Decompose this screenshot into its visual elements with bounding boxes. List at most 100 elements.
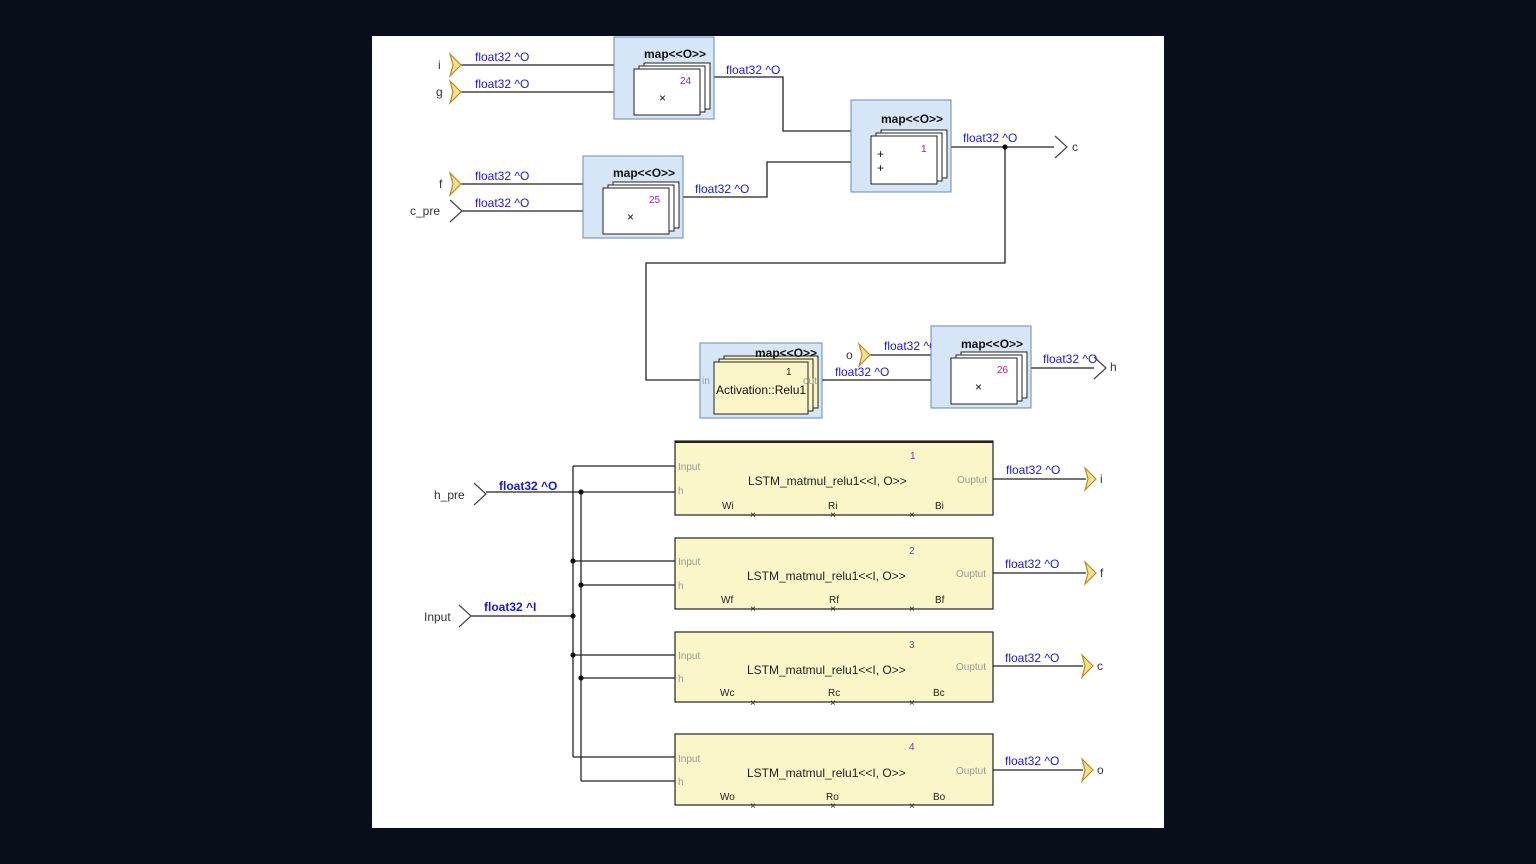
- weight-b: Bf: [935, 595, 945, 606]
- wire-label: float32 ^O: [475, 50, 529, 64]
- port-h-out: h: [1093, 356, 1117, 380]
- out-port: Ouptut: [956, 662, 986, 673]
- block-name: LSTM_matmul_relu1<<I, O>>: [748, 474, 907, 488]
- map-count: 26: [997, 365, 1009, 376]
- in-port-h: h: [678, 486, 684, 497]
- map-block-mul-ig[interactable]: map<<O>> 24 ×: [613, 36, 715, 120]
- weight-w: Wf: [721, 595, 733, 606]
- lstm-block-2[interactable]: 2 LSTM_matmul_relu1<<I, O>> Input h Oupt…: [674, 537, 994, 615]
- wires-bottom: [471, 465, 1086, 782]
- relu-function-label: Activation::Relu1: [716, 383, 806, 397]
- block-name: LSTM_matmul_relu1<<I, O>>: [747, 569, 906, 583]
- lstm-block-3[interactable]: 3 LSTM_matmul_relu1<<I, O>> Input h Oupt…: [674, 631, 994, 709]
- plus-icon: +: [877, 161, 884, 175]
- weight-b: Bi: [935, 501, 944, 512]
- wire-label: float32 ^I: [484, 600, 536, 614]
- multiply-icon: ×: [659, 91, 666, 105]
- unconnected-marker: ×: [750, 604, 756, 615]
- in-port-input: Input: [678, 557, 700, 568]
- wire-label: float32 ^O: [1005, 557, 1059, 571]
- weight-r: Rc: [828, 688, 840, 699]
- port-f-in-label: f: [439, 177, 443, 191]
- wire-label: float32 ^O: [695, 182, 749, 196]
- weight-b: Bc: [933, 688, 945, 699]
- port-o-out: o float32 ^O: [1005, 754, 1104, 782]
- multiply-icon: ×: [975, 380, 982, 394]
- multiply-icon: ×: [627, 210, 634, 224]
- wire-label: float32 ^O: [1005, 754, 1059, 768]
- map-title: map<<O>>: [613, 166, 675, 180]
- in-port-h: h: [678, 777, 684, 788]
- port-c-out-2: c float32 ^O: [1005, 651, 1103, 678]
- weight-r: Rf: [829, 595, 839, 606]
- map-count: 25: [649, 195, 661, 206]
- wire-label: float32 ^O: [475, 196, 529, 210]
- wire-label: float32 ^O: [499, 479, 557, 493]
- weight-r: Ri: [828, 501, 837, 512]
- map-title: map<<O>>: [961, 337, 1023, 351]
- unconnected-marker: ×: [830, 604, 836, 615]
- unconnected-marker: ×: [909, 604, 915, 615]
- weight-b: Bo: [933, 792, 946, 803]
- relu-out-port: out: [803, 376, 817, 387]
- block-index: 4: [909, 742, 915, 753]
- block-index: 1: [910, 451, 916, 462]
- lstm-block-1[interactable]: 1 LSTM_matmul_relu1<<I, O>> Input h Oupt…: [674, 440, 994, 521]
- wires-top: [461, 64, 1094, 381]
- block-name: LSTM_matmul_relu1<<I, O>>: [747, 663, 906, 677]
- out-port: Ouptut: [956, 766, 986, 777]
- map-block-mul-fc[interactable]: map<<O>> 25 ×: [582, 155, 684, 239]
- map-title: map<<O>>: [755, 346, 817, 360]
- weight-w: Wc: [720, 688, 734, 699]
- relu-in-port: in: [702, 376, 710, 387]
- port-o-in: o: [846, 343, 871, 367]
- port-i-in-label: i: [438, 58, 441, 72]
- port-i-out-label: i: [1100, 472, 1103, 486]
- port-f-out-label: f: [1100, 566, 1104, 580]
- out-port: Ouptut: [956, 569, 986, 580]
- wire-label: float32 ^O: [963, 131, 1017, 145]
- unconnected-marker: ×: [750, 698, 756, 709]
- port-g-in-label: g: [436, 85, 443, 99]
- wire-label: float32 ^O: [726, 63, 780, 77]
- map-block-relu[interactable]: map<<O>> 1 Activation::Relu1 in out: [699, 342, 823, 419]
- in-port-h: h: [678, 581, 684, 592]
- port-c-out: c: [1054, 135, 1078, 159]
- wire-label: float32 ^O: [1005, 651, 1059, 665]
- map-title: map<<O>>: [881, 112, 943, 126]
- port-f-out: f float32 ^O: [1005, 557, 1104, 585]
- map-block-add-c[interactable]: map<<O>> 1 + +: [850, 99, 952, 193]
- wire-label: float32 ^O: [475, 169, 529, 183]
- block-name: LSTM_matmul_relu1<<I, O>>: [747, 766, 906, 780]
- in-port-input: Input: [678, 754, 700, 765]
- map-count: 1: [786, 367, 792, 378]
- map-block-mul-o[interactable]: map<<O>> 26 ×: [930, 325, 1032, 409]
- lstm-block-4[interactable]: 4 LSTM_matmul_relu1<<I, O>> Input h Oupt…: [674, 733, 994, 812]
- map-count: 1: [921, 144, 927, 155]
- port-h-out-label: h: [1110, 360, 1117, 374]
- map-count: 24: [680, 76, 692, 87]
- wire-label: float32 ^O: [884, 339, 938, 353]
- unconnected-marker: ×: [750, 510, 756, 521]
- port-c-pre-label: c_pre: [410, 204, 440, 218]
- unconnected-marker: ×: [750, 801, 756, 812]
- port-o-in-label: o: [846, 348, 853, 362]
- unconnected-marker: ×: [830, 801, 836, 812]
- junction-dot: [1002, 144, 1008, 150]
- map-title: map<<O>>: [644, 47, 706, 61]
- port-h-pre: h_pre float32 ^O: [434, 479, 557, 506]
- port-i-out: i float32 ^O: [1006, 463, 1103, 491]
- wire-label: float32 ^O: [835, 365, 889, 379]
- wire-label: float32 ^O: [1006, 463, 1060, 477]
- unconnected-marker: ×: [909, 698, 915, 709]
- block-index: 2: [909, 546, 915, 557]
- block-index: 3: [909, 640, 915, 651]
- unconnected-marker: ×: [909, 801, 915, 812]
- bus-junctions: [570, 489, 584, 681]
- port-o-out-label: o: [1097, 763, 1104, 777]
- port-i-in: i: [438, 53, 462, 77]
- port-f-in: f: [439, 172, 462, 196]
- plus-icon: +: [877, 147, 884, 161]
- wire-label: float32 ^O: [1043, 352, 1097, 366]
